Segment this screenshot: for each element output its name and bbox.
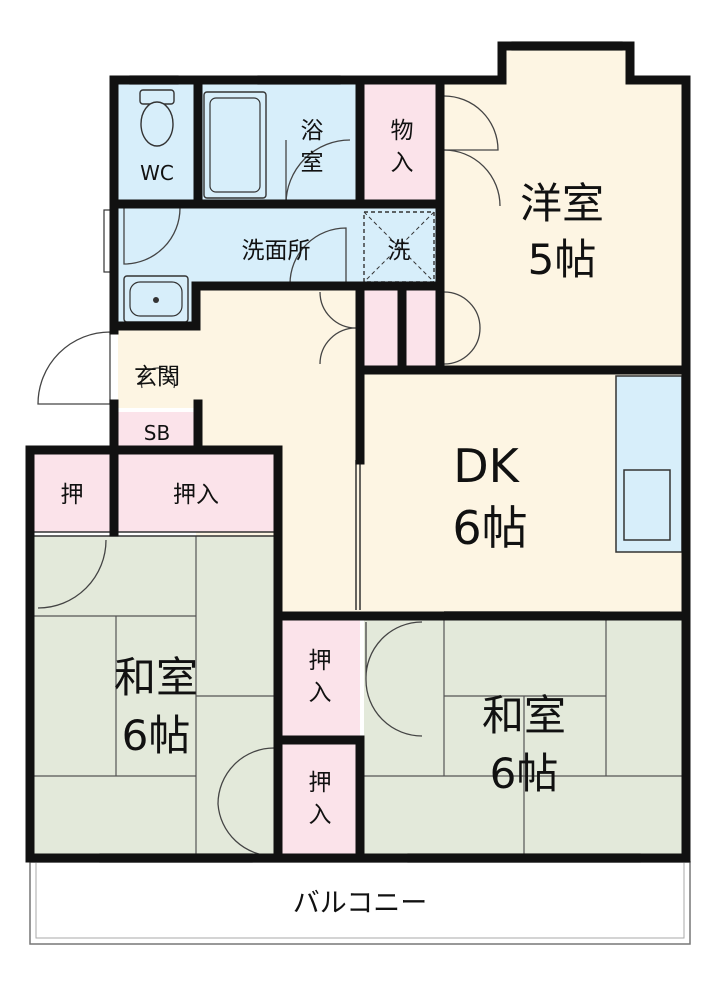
toilet-icon [139,89,175,147]
western-room-fill [440,82,686,372]
tatami-lines [34,536,686,856]
dk-room-name: DK [453,439,520,493]
bath-label-1: 浴 [301,118,324,144]
closet-wide-fill [118,452,276,532]
western-room-name: 洋室 [520,179,604,228]
closet-low-fill [280,742,360,856]
shoebox-fill [118,412,198,450]
dk-room-size: 6帖 [452,501,527,555]
door-swings [37,95,501,857]
closet-mid-label-1: 押 [309,648,332,674]
closet-small-label: 押 [61,482,84,508]
storage-label-1: 物 [391,118,414,144]
japanese-left-size: 6帖 [122,711,191,760]
bath-label-2: 室 [301,150,324,176]
washbasin-icon [123,275,189,323]
western-room-size: 5帖 [528,235,597,284]
washroom-label: 洗面所 [242,238,311,264]
bathtub-icon [203,91,267,199]
shoebox-label: SB [144,421,170,445]
storage-label-2: 入 [391,150,414,176]
fixtures [123,89,435,323]
walls [25,41,691,863]
wc-label: WC [140,161,174,185]
balcony: バルコニー [29,861,691,945]
storage-fill [364,82,440,204]
entrance-label: 玄関 [134,364,180,390]
closet-low-label-2: 入 [309,802,332,828]
closet-mid-label-2: 入 [309,680,332,706]
closet-wide-label: 押入 [173,482,219,508]
closet-small-fill [34,452,114,532]
closet-mid-fill [280,618,360,738]
closet-low-label-1: 押 [309,770,332,796]
japanese-right-name: 和室 [482,691,566,740]
balcony-label: バルコニー [293,888,427,919]
japanese-right-size: 6帖 [490,749,559,798]
sink-icon [623,469,671,541]
laundry-label: 洗 [388,238,411,264]
tatami-right-fill [364,620,686,856]
labels: 洋室 5帖 DK 6帖 和室 6帖 和室 6帖 WC 浴 室 洗面所 洗 物 入… [61,118,605,828]
japanese-left-name: 和室 [114,653,198,702]
